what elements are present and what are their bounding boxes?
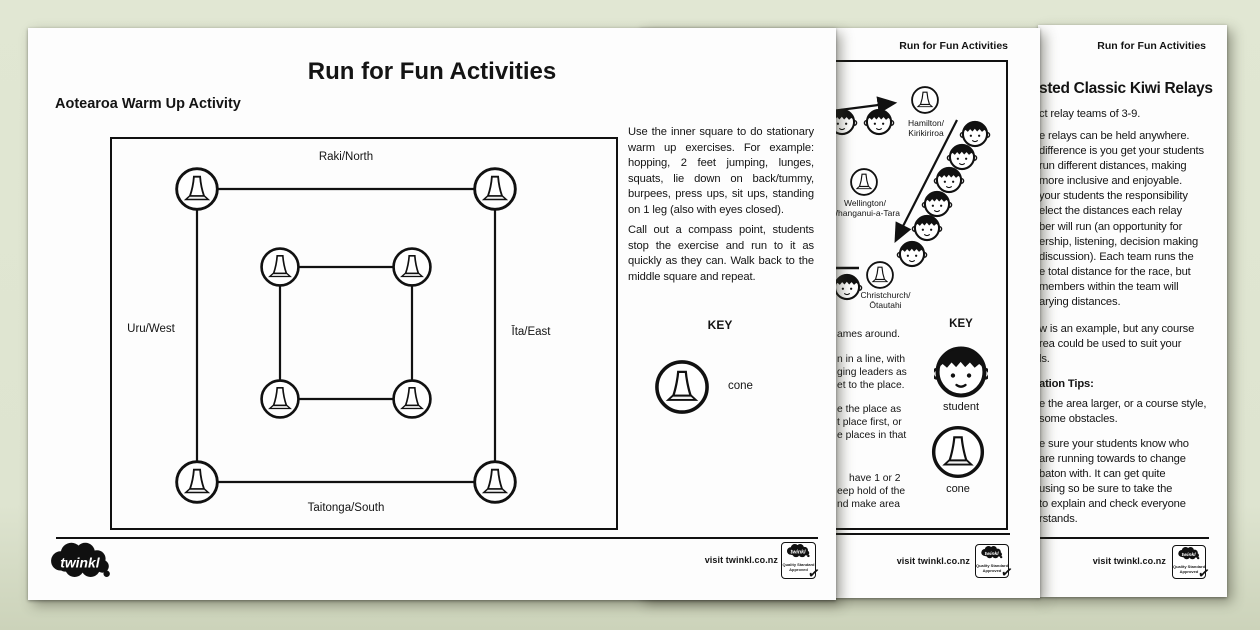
label-wellington: Wellington/ Whanganui-a-Tara — [830, 198, 900, 218]
page2-key-student-label: student — [942, 401, 980, 413]
run-direction-arrow — [894, 119, 958, 243]
page1-subtitle: Aotearoa Warm Up Activity — [55, 96, 241, 112]
page3-paragraph-2: w is an example, but any course rea coul… — [1039, 323, 1195, 366]
compass-label-north: Raki/North — [318, 151, 374, 163]
check-icon: ✓ — [1197, 564, 1212, 582]
cone-icon — [931, 425, 985, 479]
check-icon: ✓ — [1000, 563, 1015, 581]
page3-heading: sted Classic Kiwi Relays — [1039, 80, 1213, 97]
cone-icon — [175, 460, 219, 504]
page1-instructions-1: Use the inner square to do stationary wa… — [628, 126, 814, 216]
page-3-twisted-classic-kiwi-relays: Run for Fun Activities sted Classic Kiwi… — [1038, 25, 1227, 597]
compass-diagram — [175, 167, 517, 504]
twinkl-quality-badge: twinkl Quality Standard Approved ✓ — [781, 542, 821, 582]
page1-title: Run for Fun Activities — [307, 58, 557, 85]
student-icon — [896, 240, 928, 268]
cone-icon — [866, 261, 894, 289]
page-1-aotearoa-warm-up: Run for Fun Activities Aotearoa Warm Up … — [28, 28, 836, 600]
label-christchurch: Christchurch/ Ōtautahi — [860, 290, 911, 310]
page3-paragraph-1: e relays can be held anywhere. differenc… — [1039, 130, 1204, 309]
check-icon: ✓ — [807, 564, 822, 582]
compass-label-west: Uru/West — [127, 323, 175, 335]
page3-tips-heading: ation Tips: — [1039, 378, 1094, 390]
cone-icon — [911, 86, 939, 114]
compass-diagram-box: Raki/North Taitonga/South Uru/West Īta/E… — [110, 137, 618, 530]
compass-label-east: Īta/East — [511, 326, 551, 338]
twinkl-cloud-logo: twinkl — [786, 544, 810, 558]
page1-key-title: KEY — [707, 318, 733, 332]
cone-icon — [175, 167, 219, 211]
page2-key-title: KEY — [949, 318, 973, 330]
student-icon — [946, 143, 978, 171]
cone-icon — [392, 379, 432, 419]
student-icon — [959, 120, 991, 148]
cone-icon — [655, 360, 709, 414]
visit-twinkl-link: visit twinkl.co.nz — [1092, 556, 1166, 566]
page2-text-fragment-group: have 1 or 2 eep hold of the nd make area — [837, 473, 906, 511]
student-icon — [934, 345, 988, 399]
cone-icon — [473, 167, 517, 211]
svg-text:twinkl: twinkl — [985, 551, 1000, 557]
page3-tip-2: e sure your students know who are runnin… — [1039, 438, 1189, 526]
twinkl-quality-badge: twinkl Quality Standard Approved ✓ — [1172, 545, 1211, 582]
page2-header: Run for Fun Activities — [899, 40, 1008, 52]
square-lines — [195, 187, 497, 484]
svg-text:twinkl: twinkl — [791, 549, 807, 555]
page2-text-fragment-group: n in a line, with ging leaders as et to … — [837, 354, 907, 392]
twinkl-logo: twinkl — [51, 542, 110, 577]
page1-instructions-2: Call out a compass point, students stop … — [628, 224, 814, 283]
twinkl-cloud-logo: twinkl — [981, 546, 1003, 559]
student-icon — [933, 166, 965, 194]
cone-icon — [850, 168, 878, 196]
twinkl-quality-badge: twinkl Quality Standard Approved ✓ — [975, 544, 1014, 581]
footer-divider — [790, 533, 1010, 536]
label-hamilton: Hamilton/ Kirikiriroa — [908, 118, 944, 138]
svg-text:twinkl: twinkl — [1182, 552, 1197, 558]
visit-twinkl-link: visit twinkl.co.nz — [704, 555, 778, 565]
page2-text-fragment-group: e the place as t place first, or e place… — [837, 404, 907, 442]
page2-key-cone-label: cone — [946, 483, 970, 495]
cone-icon — [473, 460, 517, 504]
svg-text:twinkl: twinkl — [60, 554, 100, 570]
page1-key-cone-label: cone — [728, 380, 753, 392]
page2-text-fragment: ames around. — [837, 329, 900, 340]
student-icon — [911, 214, 943, 242]
page3-intro-line: ct relay teams of 3-9. — [1039, 108, 1141, 120]
footer-divider — [1039, 537, 1209, 540]
cone-icon — [260, 247, 300, 287]
page3-tip-1: e the area larger, or a course style, so… — [1039, 398, 1207, 426]
visit-twinkl-link: visit twinkl.co.nz — [896, 556, 970, 566]
compass-label-south: Taitonga/South — [307, 502, 385, 514]
cone-icon — [260, 379, 300, 419]
cone-icon — [392, 247, 432, 287]
footer-divider — [56, 537, 818, 540]
twinkl-cloud-logo: twinkl — [1178, 547, 1200, 560]
page3-header: Run for Fun Activities — [1097, 40, 1206, 52]
